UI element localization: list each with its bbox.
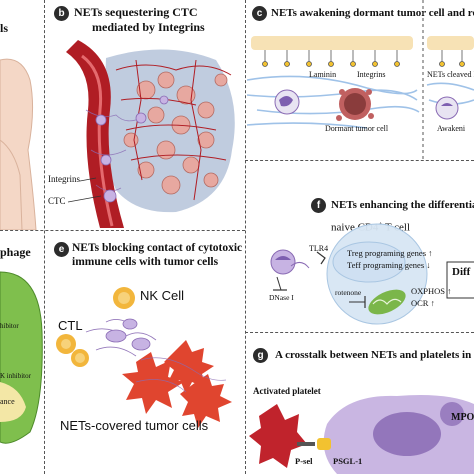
panel-c-label-cleaved: NETs cleaved L	[427, 70, 474, 79]
panel-d: phage hibitor K inhibitor ance	[0, 232, 44, 474]
panel-a-title-fragment: ls	[0, 21, 9, 35]
panel-g-label-activated: Activated platelet	[253, 386, 321, 396]
panel-e-title-line1: NETs blocking contact of cytotoxic	[72, 242, 243, 254]
panel-d-title-fragment: phage	[0, 245, 31, 259]
immune-blocking-illustration	[56, 287, 232, 428]
panel-b-label-ctc: CTC	[48, 196, 66, 206]
panel-g-label-psgl: PSGL-1	[333, 456, 363, 466]
divider-vertical-left	[44, 0, 45, 474]
body-illustration	[0, 58, 37, 230]
panel-e-label-covered: NETs-covered tumor cells	[60, 418, 209, 433]
panel-g-label-psel: P-sel	[295, 456, 313, 466]
panel-f-label-tlr4: TLR4	[309, 244, 329, 253]
panel-f-label-treg: Treg programing genes ↑	[347, 248, 433, 258]
panel-b-label-integrins: Integrins	[48, 174, 80, 184]
panel-f-label-teff: Teff programing genes ↓	[347, 260, 431, 270]
panel-b-badge: b	[54, 6, 69, 21]
panel-f-label-rotenone: rotenone	[335, 288, 362, 297]
divider-horizontal-left	[0, 230, 245, 231]
panel-b-title-line2: mediated by Integrins	[92, 20, 205, 34]
divider-vertical-right	[245, 0, 246, 474]
dormant-cell-illustration	[247, 0, 474, 159]
panel-a: ls	[0, 0, 44, 230]
panel-c-label-awakening: Awakeni	[437, 124, 466, 133]
panel-f: f NETs enhancing the differentiation of …	[247, 162, 474, 331]
panel-d-label-inhibitor-2: K inhibitor	[0, 372, 31, 380]
panel-c-label-dormant: Dormant tumor cell	[325, 124, 389, 133]
panel-e-label-ctl: CTL	[58, 318, 83, 333]
panel-f-label-ocr: OCR ↑	[411, 298, 435, 308]
panel-g-badge: g	[253, 348, 268, 363]
t-cell-differentiation-illustration	[270, 223, 474, 325]
panel-g-label-mpo: MPO	[451, 412, 474, 423]
panel-e: e NETs blocking contact of cytotoxic imm…	[46, 232, 244, 474]
panel-g: g A crosstalk between NETs and platelets…	[247, 334, 474, 474]
macrophage-illustration	[0, 271, 43, 444]
panel-f-label-dnase: DNase I	[269, 293, 294, 302]
panel-f-label-oxphos: OXPHOS ↑	[411, 286, 452, 296]
panel-c: c NETs awakening dormant tumor cell and …	[247, 0, 474, 159]
divider-horizontal-right-bottom	[245, 332, 474, 333]
panel-f-badge: f	[311, 198, 326, 213]
panel-f-title: NETs enhancing the differentiation of na…	[331, 199, 474, 211]
panel-b: b NETs sequestering CTC mediated by Inte…	[46, 0, 244, 229]
panel-c-label-integrins: Integrins	[357, 70, 386, 79]
panel-d-label-inhibitor-1: hibitor	[0, 322, 19, 330]
panel-e-title-line2: immune cells with tumor cells	[72, 256, 219, 268]
divider-horizontal-right-top	[245, 160, 474, 161]
panel-c-title: NETs awakening dormant tumor cell and re…	[271, 7, 474, 19]
panel-e-label-nk: NK Cell	[140, 288, 185, 303]
panel-f-label-diff: Diff	[452, 266, 471, 278]
panel-c-badge: c	[252, 6, 267, 21]
panel-b-title-line1: NETs sequestering CTC	[74, 5, 198, 19]
panel-e-badge: e	[54, 242, 69, 257]
panel-c-label-laminin: Laminin	[309, 70, 337, 79]
panel-g-title: A crosstalk between NETs and platelets i…	[275, 349, 474, 361]
ctc-vessel-illustration	[66, 40, 235, 228]
panel-d-label-ance: ance	[0, 397, 15, 406]
platelet-crosstalk-illustration	[249, 395, 474, 474]
